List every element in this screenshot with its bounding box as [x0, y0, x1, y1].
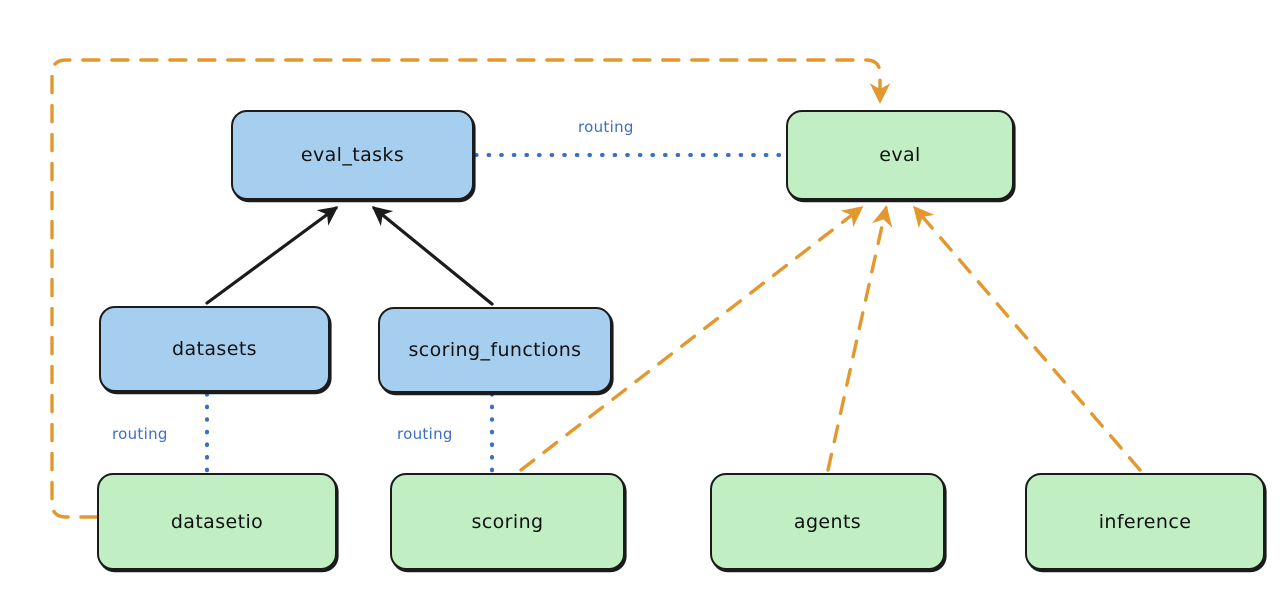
node-datasetio-label: datasetio — [170, 510, 264, 533]
edge-label-routing-eval-tasks-eval: routing — [578, 118, 634, 136]
edge-label-routing-datasets-datasetio: routing — [112, 425, 168, 443]
node-eval-label: eval — [879, 144, 921, 166]
node-scoring-functions[interactable]: scoring_functions — [378, 307, 612, 393]
edge-datasetio-to-eval — [50, 58, 891, 519]
node-datasets[interactable]: datasets — [99, 306, 330, 392]
node-eval[interactable]: eval — [786, 110, 1014, 200]
edge-scoring-to-eval — [519, 206, 864, 472]
node-eval-tasks-label: eval_tasks — [300, 144, 405, 166]
edge-agents-to-eval — [826, 205, 893, 472]
node-agents-label: agents — [793, 510, 862, 533]
node-inference[interactable]: inference — [1025, 473, 1265, 570]
node-inference-label: inference — [1098, 510, 1192, 533]
node-datasetio[interactable]: datasetio — [97, 473, 337, 570]
node-scoring-label: scoring — [471, 510, 544, 533]
node-scoring-functions-label: scoring_functions — [408, 339, 582, 361]
edge-inference-to-eval — [913, 205, 1142, 472]
edge-datasets-to-eval_tasks — [205, 206, 339, 305]
node-agents[interactable]: agents — [710, 473, 945, 570]
node-datasets-label: datasets — [172, 338, 257, 360]
edge-label-routing-scoring-functions-scoring: routing — [397, 425, 453, 443]
node-scoring[interactable]: scoring — [390, 473, 625, 570]
node-eval-tasks[interactable]: eval_tasks — [231, 110, 474, 200]
edge-scoring_functions-to-eval_tasks — [371, 206, 494, 306]
